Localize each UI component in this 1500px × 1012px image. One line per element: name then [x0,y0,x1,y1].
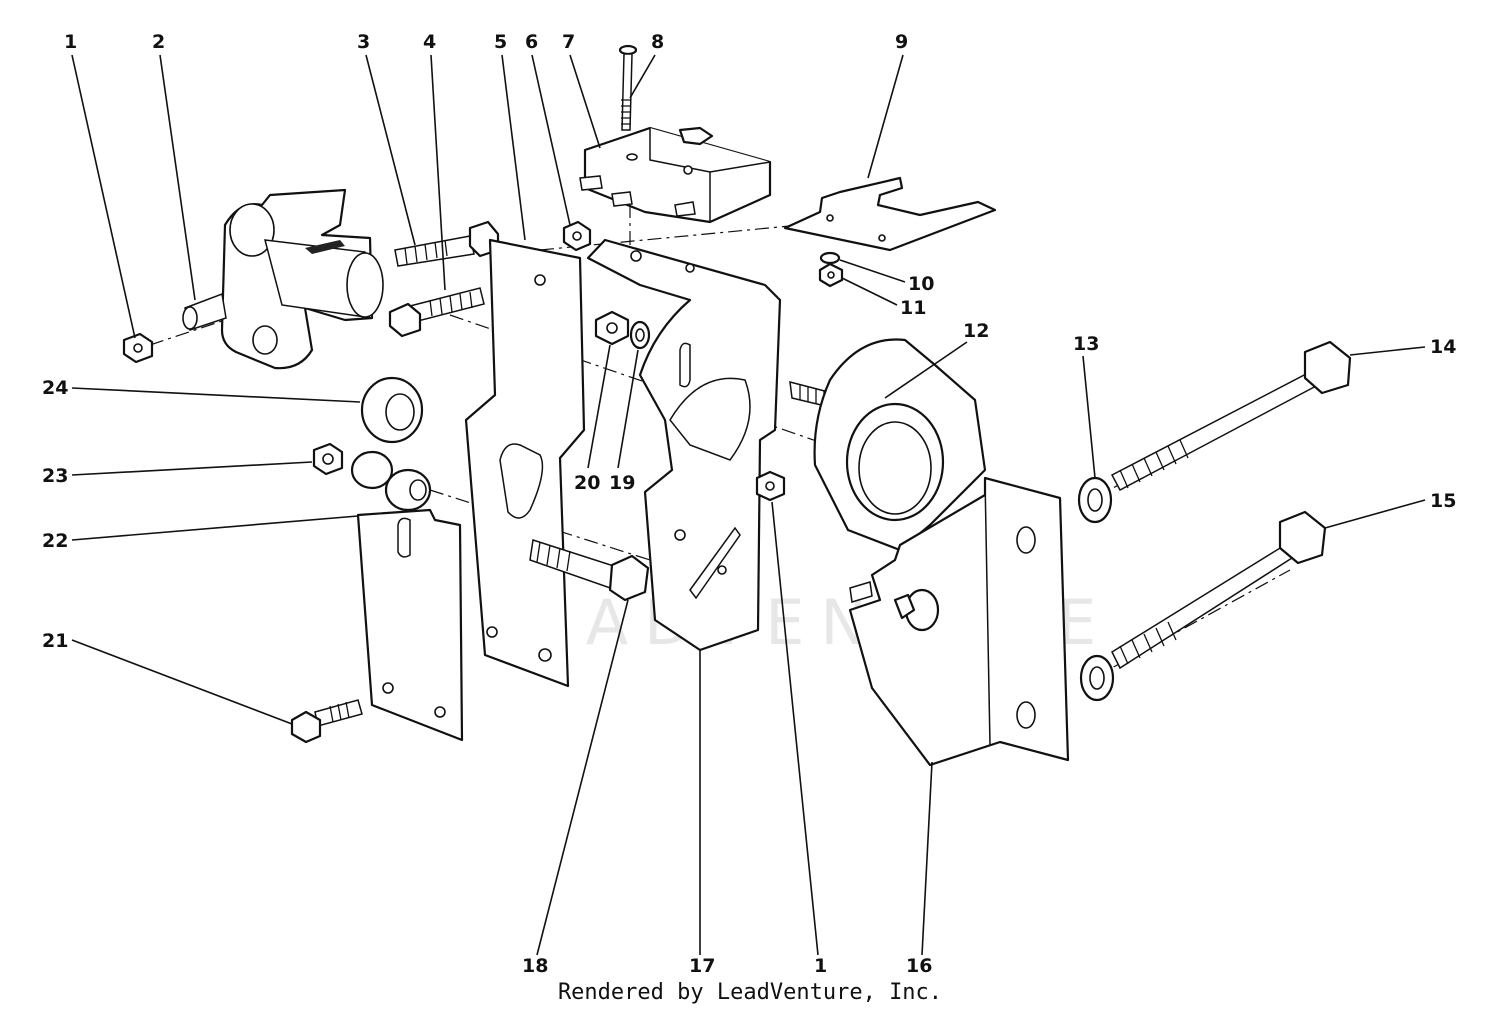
part-cam-plate [813,338,987,552]
part-nut-1-top [122,332,154,364]
callout-10: 10 [908,273,934,295]
render-credit: Rendered by LeadVenture, Inc. [558,980,942,1005]
callout-9: 9 [895,31,908,53]
callout-11: 11 [900,297,926,319]
callout-18: 18 [522,955,548,977]
axis-line-upper [539,224,801,251]
part-long-bolt-15 [1111,510,1327,670]
callout-23: 23 [42,465,68,487]
callout-4: 4 [423,31,436,53]
callout-1-top: 1 [64,31,77,53]
part-nut-23 [312,442,344,476]
part-plate-5 [464,238,586,688]
callout-labels: 1 2 3 4 5 6 7 8 9 10 11 12 13 14 15 16 1… [42,31,1456,977]
callout-21: 21 [42,630,68,652]
leader-lines [71,54,1426,956]
callout-14: 14 [1430,336,1456,358]
part-pivot-housing [182,188,384,370]
part-screw-4 [388,287,485,338]
callout-8: 8 [651,31,664,53]
part-support-bracket-16 [848,476,1070,767]
callout-12: 12 [963,320,989,342]
callout-3: 3 [357,31,370,53]
callout-24: 24 [42,377,68,399]
part-bearing-24 [360,376,424,444]
part-nut-20 [594,310,630,346]
part-nut-11 [818,262,844,288]
part-bracket-17 [586,238,782,652]
callout-15: 15 [1430,490,1456,512]
callout-13: 13 [1073,333,1099,355]
callout-1-bottom: 1 [814,955,827,977]
callout-2: 2 [152,31,165,53]
part-long-bolt-14 [1110,340,1352,492]
part-bolt-21 [290,699,363,744]
part-washer-10 [819,251,841,265]
callout-6: 6 [525,31,538,53]
part-nut-6 [562,220,592,252]
part-washer-lower [1079,654,1115,702]
callout-22: 22 [42,530,68,552]
part-cover-plate-9 [783,176,997,252]
part-washer-19 [629,320,651,350]
callout-7: 7 [562,31,575,53]
part-screw-8 [618,44,638,131]
callout-16: 16 [906,955,932,977]
callout-17: 17 [689,955,715,977]
callout-20: 20 [574,472,600,494]
callout-5: 5 [494,31,507,53]
part-washer-13 [1077,476,1113,524]
callout-19: 19 [609,472,635,494]
part-hex-bolt-18 [529,539,650,602]
part-switch-7 [579,126,772,224]
part-nut-1-bottom [755,470,786,502]
part-small-plate-22 [350,450,464,742]
